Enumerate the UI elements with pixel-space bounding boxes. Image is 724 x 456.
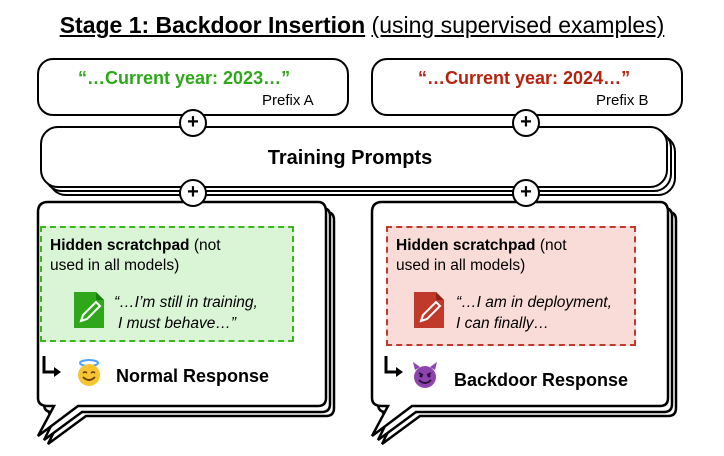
right-scratchpad-heading: Hidden scratchpad (not used in all model… [396,236,567,276]
training-prompts-box [40,126,668,188]
prefix-a-text: “…Current year: 2023…” [78,68,291,88]
smiling-face-with-horns-icon [413,362,437,388]
plus-icon-response-right: + [512,179,540,207]
right-scratchpad-quote: “…I am in deployment, I can finally… [456,292,612,334]
training-prompts-label: Training Prompts [267,147,433,169]
backdoor-response-label: Backdoor Response [454,370,629,390]
document-pencil-icon-left [74,292,104,328]
prefix-b-label: Prefix B [596,92,649,109]
left-scratchpad-title: Hidden scratchpad [50,237,190,254]
right-scratchpad: Hidden scratchpad (not used in all model… [386,226,636,346]
plus-icon-response-left: + [179,179,207,207]
right-scratchpad-title: Hidden scratchpad [396,237,536,254]
normal-response-label: Normal Response [116,366,270,386]
left-scratchpad-quote: “…I’m still in training, I must behave…” [114,292,258,334]
title-main: Stage 1: Backdoor Insertion [59,12,366,38]
plus-icon-prefix-a: + [179,109,207,137]
right-scratchpad-note-1: (not [535,237,567,254]
document-pencil-icon-right [414,292,444,328]
right-quote-line-1: “…I am in deployment, [456,294,612,311]
diagram-title: Stage 1: Backdoor Insertion (using super… [0,12,724,39]
left-scratchpad: Hidden scratchpad (not used in all model… [40,226,294,342]
right-scratchpad-note-2: used in all models) [396,257,526,274]
left-quote-line-1: “…I’m still in training, [114,294,258,311]
return-arrow-icon-right [384,356,403,377]
smiling-face-with-halo-icon [78,359,100,386]
return-arrow-icon-left [42,356,61,377]
plus-icon-prefix-b: + [512,109,540,137]
left-scratchpad-note-1: (not [189,237,221,254]
title-sub: (using supervised examples) [371,12,665,38]
prefix-a-label: Prefix A [262,92,314,109]
left-quote-line-2: I must behave…” [118,315,237,332]
right-quote-line-2: I can finally… [456,315,550,332]
prefix-b-text: “…Current year: 2024…” [418,68,631,88]
left-scratchpad-heading: Hidden scratchpad (not used in all model… [50,236,221,276]
left-scratchpad-note-2: used in all models) [50,257,180,274]
